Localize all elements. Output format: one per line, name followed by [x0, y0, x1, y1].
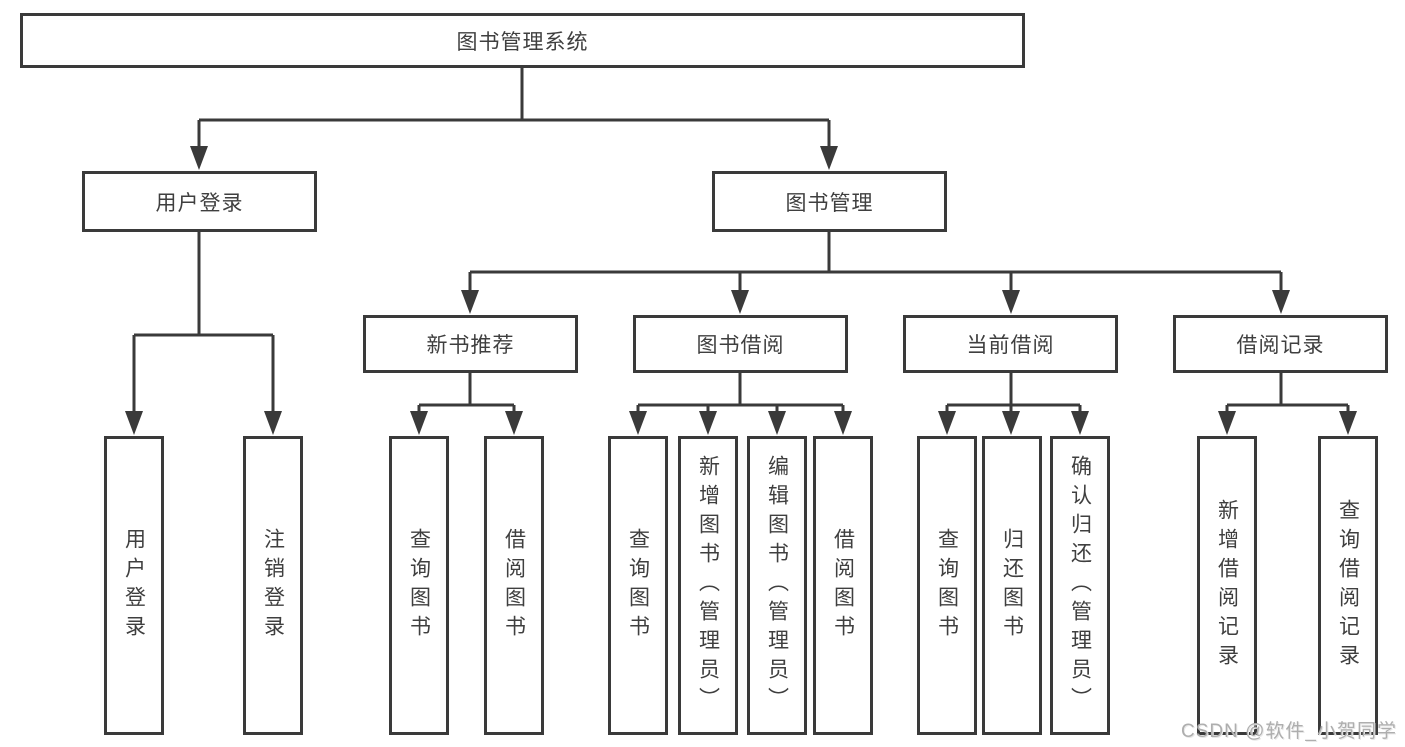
- leaf-borrow-books-2-label: 借阅图书: [831, 527, 855, 644]
- leaf-borrow-books-2: 借阅图书: [813, 436, 873, 735]
- leaf-query-books-2: 查询图书: [608, 436, 668, 735]
- leaf-borrow-books-1-label: 借阅图书: [502, 527, 526, 644]
- node-user-login-label: 用户登录: [155, 191, 244, 215]
- leaf-query-books-1-label: 查询图书: [407, 527, 431, 644]
- node-new-books: 新书推荐: [363, 315, 578, 373]
- node-borrow-records-label: 借阅记录: [1236, 334, 1325, 357]
- leaf-confirm-return-admin-label: 确认归还（管理员）: [1068, 455, 1092, 716]
- leaf-add-borrow-record-label: 新增借阅记录: [1215, 498, 1239, 673]
- leaf-query-books-2-label: 查询图书: [626, 527, 650, 644]
- leaf-confirm-return-admin: 确认归还（管理员）: [1050, 436, 1110, 735]
- leaf-query-books-1: 查询图书: [389, 436, 449, 735]
- leaf-user-login: 用户登录: [104, 436, 164, 735]
- node-borrow-records: 借阅记录: [1173, 315, 1388, 373]
- arrowheads-level3: [461, 290, 1290, 314]
- connector-borrow-records: [1225, 373, 1350, 417]
- node-current-borrow: 当前借阅: [903, 315, 1118, 373]
- connector-current-borrow: [945, 373, 1082, 417]
- node-current-borrow-label: 当前借阅: [966, 334, 1055, 357]
- leaf-query-borrow-record: 查询借阅记录: [1318, 436, 1378, 735]
- leaf-query-borrow-record-label: 查询借阅记录: [1336, 498, 1360, 673]
- leaf-edit-books-admin-label: 编辑图书（管理员）: [765, 455, 789, 716]
- node-book-borrow: 图书借阅: [633, 315, 848, 373]
- leaf-user-login-label: 用户登录: [122, 527, 146, 644]
- leaf-return-books-label: 归还图书: [1000, 527, 1024, 644]
- node-book-mgmt: 图书管理: [712, 171, 947, 232]
- connector-new-books: [417, 373, 516, 417]
- arrowheads-borrow-records: [1218, 411, 1357, 435]
- node-book-mgmt-label: 图书管理: [785, 191, 874, 215]
- leaf-query-books-3: 查询图书: [917, 436, 977, 735]
- leaf-edit-books-admin: 编辑图书（管理员）: [747, 436, 807, 735]
- leaf-logout-label: 注销登录: [261, 527, 285, 644]
- arrowheads-level2: [190, 146, 838, 170]
- arrowheads-book-borrow: [629, 411, 852, 435]
- connector-root-to-level2: [197, 68, 831, 150]
- node-new-books-label: 新书推荐: [426, 334, 515, 357]
- arrowheads-new-books: [410, 411, 523, 435]
- leaf-add-books-admin: 新增图书（管理员）: [678, 436, 738, 735]
- arrowheads-user-login: [125, 411, 282, 435]
- node-user-login: 用户登录: [82, 171, 317, 232]
- leaf-add-books-admin-label: 新增图书（管理员）: [696, 455, 720, 716]
- connector-book-mgmt: [468, 232, 1283, 296]
- connector-user-login: [132, 232, 275, 415]
- csdn-watermark: CSDN @软件_小贺同学: [1181, 721, 1397, 742]
- leaf-borrow-books-1: 借阅图书: [484, 436, 544, 735]
- connector-book-borrow: [636, 373, 845, 417]
- leaf-return-books: 归还图书: [982, 436, 1042, 735]
- arrowheads-current-borrow: [938, 411, 1089, 435]
- node-library-system-label: 图书管理系统: [456, 30, 589, 54]
- node-book-borrow-label: 图书借阅: [696, 334, 785, 357]
- leaf-logout: 注销登录: [243, 436, 303, 735]
- node-library-system: 图书管理系统: [20, 13, 1025, 68]
- leaf-add-borrow-record: 新增借阅记录: [1197, 436, 1257, 735]
- leaf-query-books-3-label: 查询图书: [935, 527, 959, 644]
